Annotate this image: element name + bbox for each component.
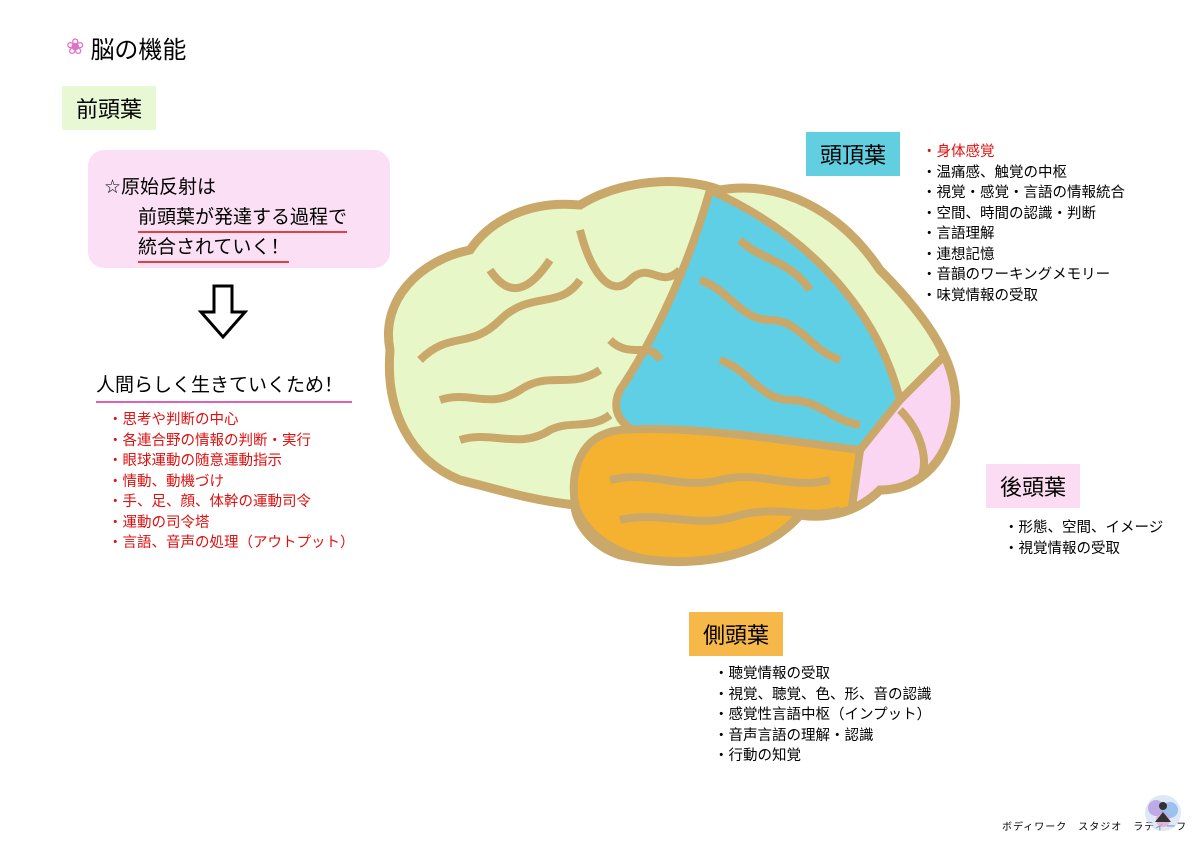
- occipital-function-list: 形態、空間、イメージ視覚情報の受取: [1004, 518, 1164, 560]
- flower-icon: ❀: [66, 35, 85, 60]
- reflex-note-line3: 統合されていく！: [138, 232, 290, 263]
- reflex-note-line2: 前頭葉が発達する過程で: [138, 202, 348, 233]
- temporal-function-item: 感覚性言語中枢（インプット）: [714, 705, 932, 726]
- studio-footer: ボディワーク スタジオ ラティーフ: [1002, 822, 1188, 833]
- frontal-lobe-label: 前頭葉: [62, 86, 157, 130]
- occipital-lobe-label: 後頭葉: [986, 464, 1081, 508]
- parietal-lobe-label: 頭頂葉: [806, 132, 901, 176]
- frontal-function-list: 思考や判断の中心各連合野の情報の判断・実行眼球運動の随意運動指示情動、動機づけ手…: [108, 410, 355, 554]
- parietal-function-item: 味覚情報の受取: [922, 286, 1125, 307]
- brain-diagram: [384, 177, 960, 566]
- temporal-function-item: 視覚、聴覚、色、形、音の認識: [714, 685, 932, 706]
- reflex-note-box: ☆原始反射は 前頭葉が発達する過程で 統合されていく！: [88, 150, 390, 268]
- occipital-function-item: 形態、空間、イメージ: [1004, 518, 1164, 539]
- frontal-function-item: 手、足、顔、体幹の運動司令: [108, 492, 355, 513]
- frontal-function-item: 思考や判断の中心: [108, 410, 355, 431]
- occipital-function-item: 視覚情報の受取: [1004, 539, 1163, 560]
- frontal-function-item: 運動の司令塔: [108, 513, 355, 534]
- reflex-note-line1: ☆原始反射は: [104, 176, 217, 198]
- parietal-function-item: 温痛感、触覚の中枢: [922, 163, 1125, 184]
- parietal-function-item: 言語理解: [922, 224, 1125, 245]
- page-title: ❀ 脳の機能: [66, 30, 186, 65]
- frontal-function-item: 眼球運動の随意運動指示: [108, 451, 355, 472]
- parietal-function-item: 連想記憶: [922, 245, 1125, 266]
- parietal-function-list: 身体感覚温痛感、触覚の中枢視覚・感覚・言語の情報統合空間、時間の認識・判断言語理…: [922, 142, 1126, 307]
- page-title-text: 脳の機能: [90, 36, 187, 64]
- brain-outline: [384, 177, 960, 566]
- parietal-function-item: 視覚・感覚・言語の情報統合: [922, 183, 1126, 204]
- frontal-function-item: 各連合野の情報の判断・実行: [108, 431, 355, 452]
- temporal-lobe-region: [569, 425, 864, 562]
- parietal-function-item: 空間、時間の認識・判断: [922, 204, 1125, 225]
- temporal-function-item: 行動の知覚: [714, 746, 932, 767]
- temporal-function-list: 聴覚情報の受取視覚、聴覚、色、形、音の認識感覚性言語中枢（インプット）音声言語の…: [714, 664, 932, 767]
- frontal-function-item: 言語、音声の処理（アウトプット）: [108, 533, 355, 554]
- temporal-function-item: 聴覚情報の受取: [714, 664, 932, 685]
- frontal-function-item: 情動、動機づけ: [108, 472, 355, 493]
- parietal-function-item: 音韻のワーキングメモリー: [922, 265, 1125, 286]
- temporal-function-item: 音声言語の理解・認識: [714, 726, 932, 747]
- studio-logo: [1145, 795, 1181, 831]
- human-purpose-text: 人間らしく生きていくため！: [96, 370, 352, 403]
- parietal-function-item: 身体感覚: [922, 142, 1125, 163]
- down-arrow-icon: [198, 284, 248, 340]
- temporal-lobe-label: 側頭葉: [689, 612, 784, 656]
